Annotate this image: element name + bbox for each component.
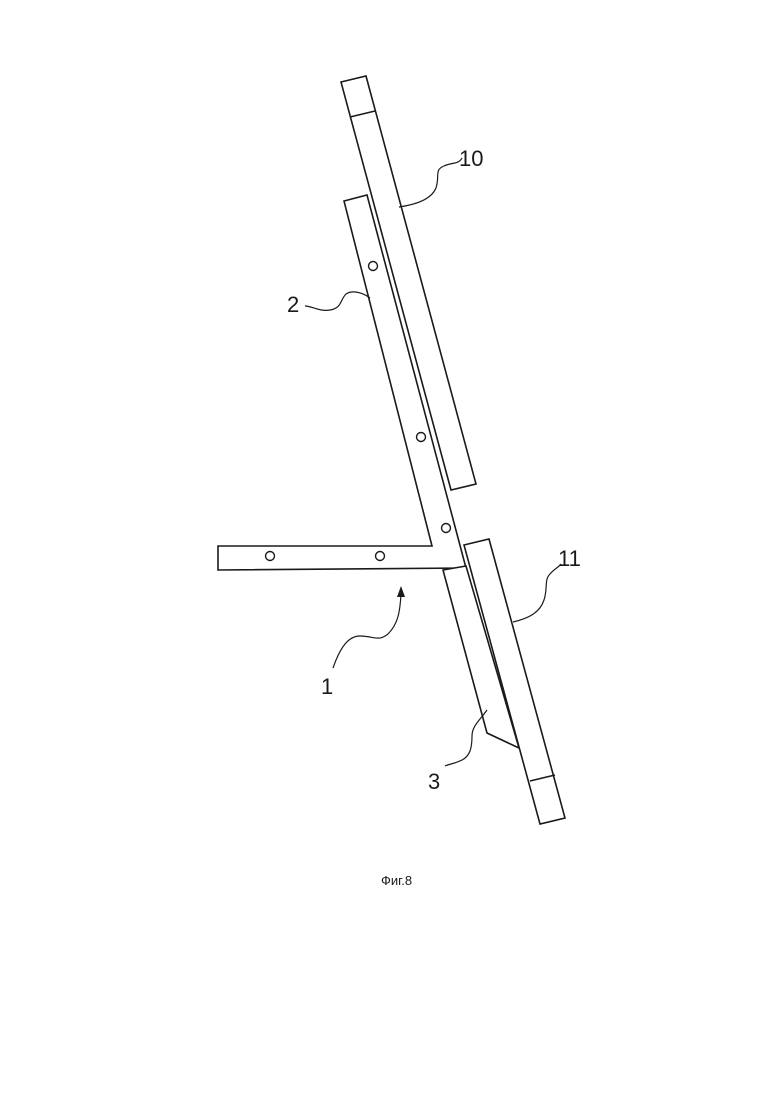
label-1: 1 (321, 674, 333, 699)
leader-1-arrowhead (397, 586, 405, 597)
figure-caption: Фиг.8 (381, 873, 412, 888)
leader-11 (513, 564, 561, 622)
hole-3 (442, 524, 451, 533)
label-10: 10 (459, 146, 483, 171)
label-3: 3 (428, 769, 440, 794)
hole-5 (376, 552, 385, 561)
hole-1 (369, 262, 378, 271)
hole-4 (266, 552, 275, 561)
hole-2 (417, 433, 426, 442)
leader-3 (445, 710, 487, 766)
leader-1 (333, 594, 401, 668)
leader-2 (305, 292, 370, 310)
leader-10 (399, 158, 462, 207)
label-2: 2 (287, 292, 299, 317)
label-11: 11 (558, 546, 581, 571)
